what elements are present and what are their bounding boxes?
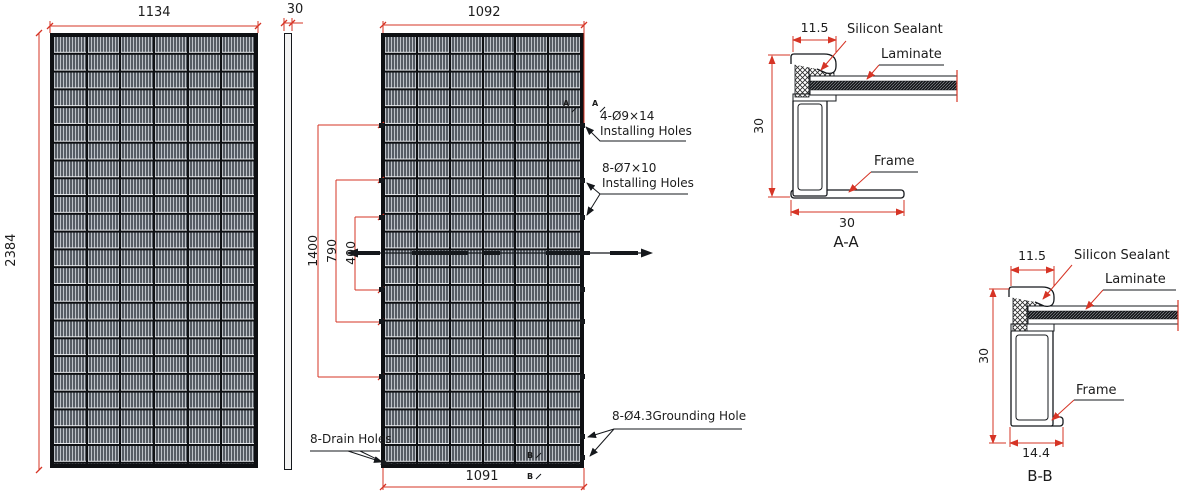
side-view-bar [284,33,292,470]
installing-holes-a-label: Installing Holes [600,124,692,138]
section-aa-profile [790,53,958,199]
bb-frame-label: Frame [1076,383,1117,398]
cell-column [549,37,580,464]
bb-sealant-label: Silicon Sealant [1074,248,1170,263]
section-aa-dimensions [768,36,905,216]
section-aa-label-lines [871,64,944,173]
cell-column [417,37,449,464]
aa-sealant-label: Silicon Sealant [847,22,943,37]
cell-column [188,37,221,464]
back-dim-400: 400 [343,240,359,265]
section-cut-line [346,248,653,258]
installing-holes-a-size: 4-Ø9×14 [600,109,655,123]
aa-laminate-label: Laminate [881,47,942,62]
back-bottom-width-dim: 1091 [465,469,499,484]
drain-holes-label: 8-Drain Holes [310,432,392,446]
bb-laminate-label: Laminate [1105,272,1166,287]
front-view-dimensions [35,21,262,474]
section-bb-label-lines [1074,289,1176,401]
section-mark-b: B [527,451,534,460]
grounding-hole-label: 8-Ø4.3Grounding Hole [612,409,747,423]
cell-column [385,37,416,464]
cell-column [121,37,153,464]
installing-holes-b-label: Installing Holes [602,176,694,190]
cell-column [54,37,86,464]
side-thickness-dim: 30 [286,2,304,17]
aa-bottom-dim: 30 [839,215,855,230]
aa-section-title: A-A [833,233,859,251]
front-width-dim: 1134 [137,5,171,20]
back-dim-790: 790 [324,238,340,263]
cell-column [154,37,187,464]
hole-marks [379,106,606,480]
front-height-dim: 2384 [3,233,19,267]
cell-column [483,37,515,464]
back-view-dimensions [317,21,588,491]
section-bb-profile [1008,286,1179,427]
bb-top-dim: 11.5 [1018,248,1046,263]
front-view-panel [50,33,258,468]
cell-column [87,37,120,464]
bb-bottom-dim: 14.4 [1022,445,1050,460]
section-mark-a: A [592,99,599,108]
aa-frame-label: Frame [874,154,915,169]
section-mark-a: A [563,99,570,108]
back-view-panel [381,33,584,468]
section-mark-b: B [527,472,534,481]
annotation-leaders [310,126,742,466]
back-top-width-dim: 1092 [467,5,501,20]
installing-holes-b-size: 8-Ø7×10 [602,161,657,175]
cell-column [516,37,548,464]
bb-section-title: B-B [1027,467,1053,485]
cell-column [222,37,254,464]
section-bb-dimensions [989,264,1104,447]
aa-side-dim: 30 [751,117,767,134]
back-dim-1400: 1400 [305,234,321,267]
cell-column [450,37,482,464]
side-view-dimension [280,18,303,31]
aa-top-dim: 11.5 [800,20,829,35]
bb-side-dim: 30 [976,347,992,364]
